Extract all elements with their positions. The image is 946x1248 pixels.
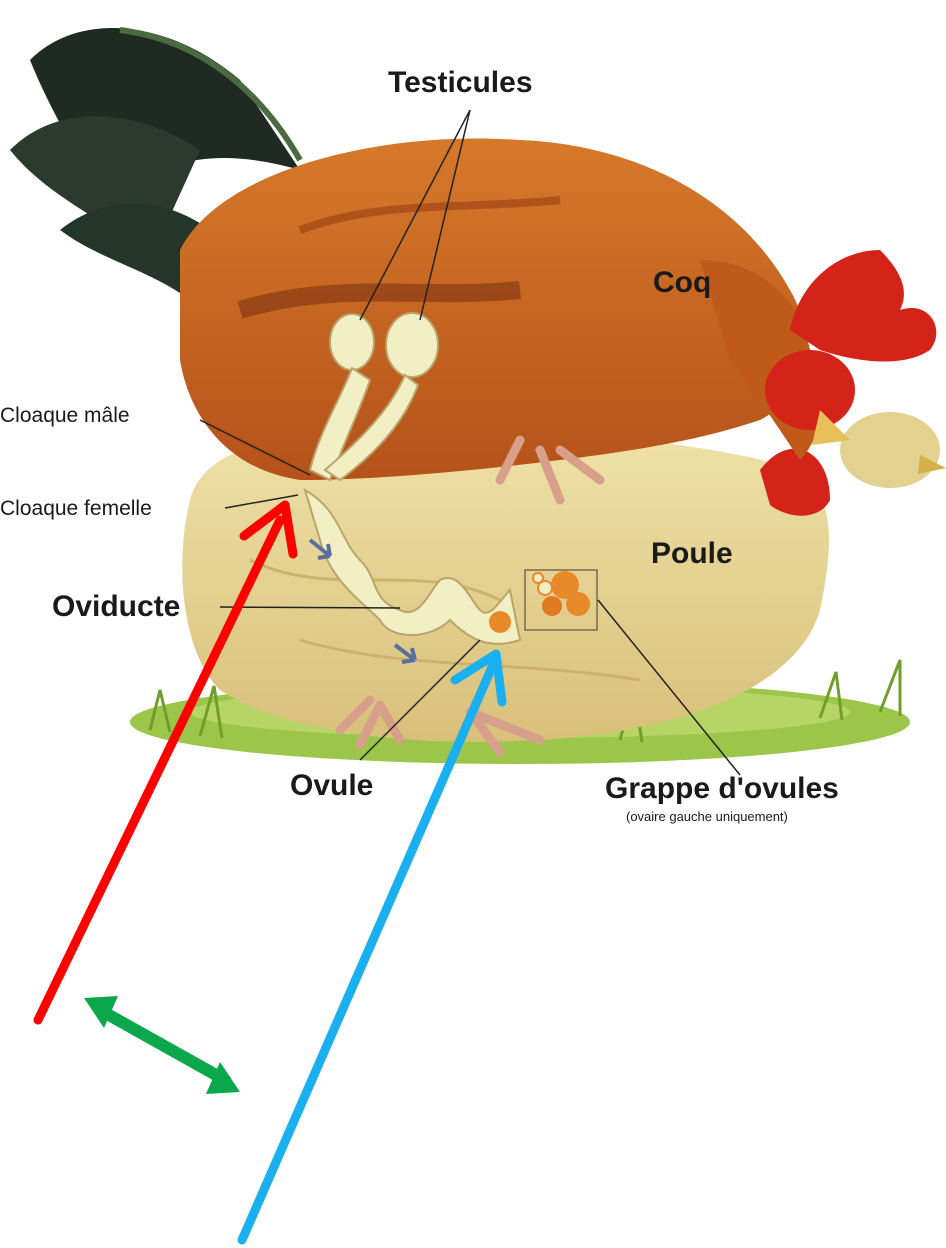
label-cloaque-femelle: Cloaque femelle	[0, 497, 152, 521]
testicle-left	[330, 314, 374, 370]
comb	[790, 250, 936, 362]
label-testicules: Testicules	[388, 66, 533, 100]
ovule-egg	[489, 611, 511, 633]
hen-head	[840, 412, 940, 488]
label-cloaque-male: Cloaque mâle	[0, 404, 130, 428]
label-grappe-ovules: Grappe d'ovules	[605, 772, 839, 806]
label-grappe-note: (ovaire gauche uniquement)	[626, 809, 788, 824]
testicle-right	[386, 313, 438, 377]
rooster-head	[765, 350, 855, 430]
rooster	[180, 138, 936, 500]
label-oviducte: Oviducte	[52, 590, 180, 624]
label-coq: Coq	[653, 266, 711, 300]
green-double-arrow	[100, 1010, 225, 1080]
label-ovule: Ovule	[290, 769, 373, 803]
label-poule: Poule	[651, 537, 733, 571]
